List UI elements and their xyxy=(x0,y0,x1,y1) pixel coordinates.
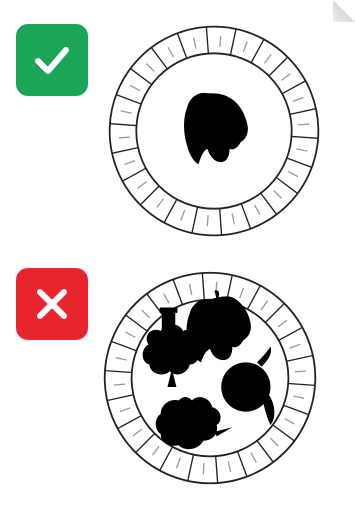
garden-bed-overcrowded-planting xyxy=(98,266,322,490)
page-corner-fold xyxy=(333,0,355,22)
correct-badge xyxy=(16,24,88,96)
wrong-badge xyxy=(16,268,88,340)
stone-texture xyxy=(207,215,208,226)
stone-texture xyxy=(298,124,309,125)
stone-texture xyxy=(119,137,130,138)
garden-bed-single-planting xyxy=(103,20,325,242)
stone-texture xyxy=(220,36,221,47)
stone-texture xyxy=(295,371,306,372)
stone-texture xyxy=(203,463,204,474)
check-icon xyxy=(28,36,76,84)
stone-texture xyxy=(114,384,125,385)
cross-icon xyxy=(28,280,76,328)
